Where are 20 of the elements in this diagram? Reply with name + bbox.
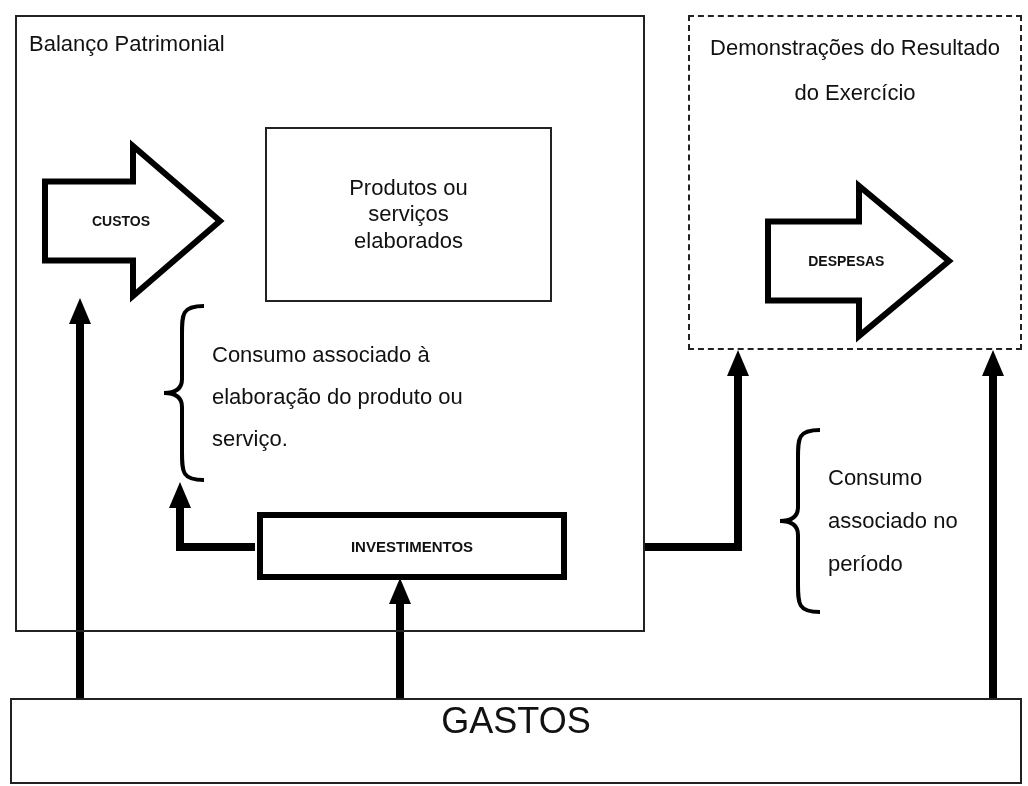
annotation-text: Consumo associado no período [828,464,959,578]
arrow-label: DESPESAS [807,252,886,270]
income-statement-panel [688,15,1022,350]
panel-title: Balanço Patrimonial [29,31,226,58]
expenditure-box [10,698,1022,784]
block-arrow [42,142,224,300]
arrow-label: CUSTOS [90,212,151,230]
box-label: GASTOS [441,703,591,739]
balance-sheet-panel [15,15,645,632]
arrow [169,482,255,551]
arrow [69,298,91,698]
block-arrow [765,182,953,340]
product-box [265,127,552,302]
annotation-text: Consumo associado à elaboração do produto ou serviço. [212,341,464,453]
investment-box [257,512,567,580]
panel-title: Demonstrações do Resultado do Exercício [710,34,1000,107]
box-label: Produtos ou serviços elaborados [348,174,469,255]
box-label: INVESTIMENTOS [350,538,474,554]
arrow [389,578,411,698]
arrow [982,350,1004,698]
